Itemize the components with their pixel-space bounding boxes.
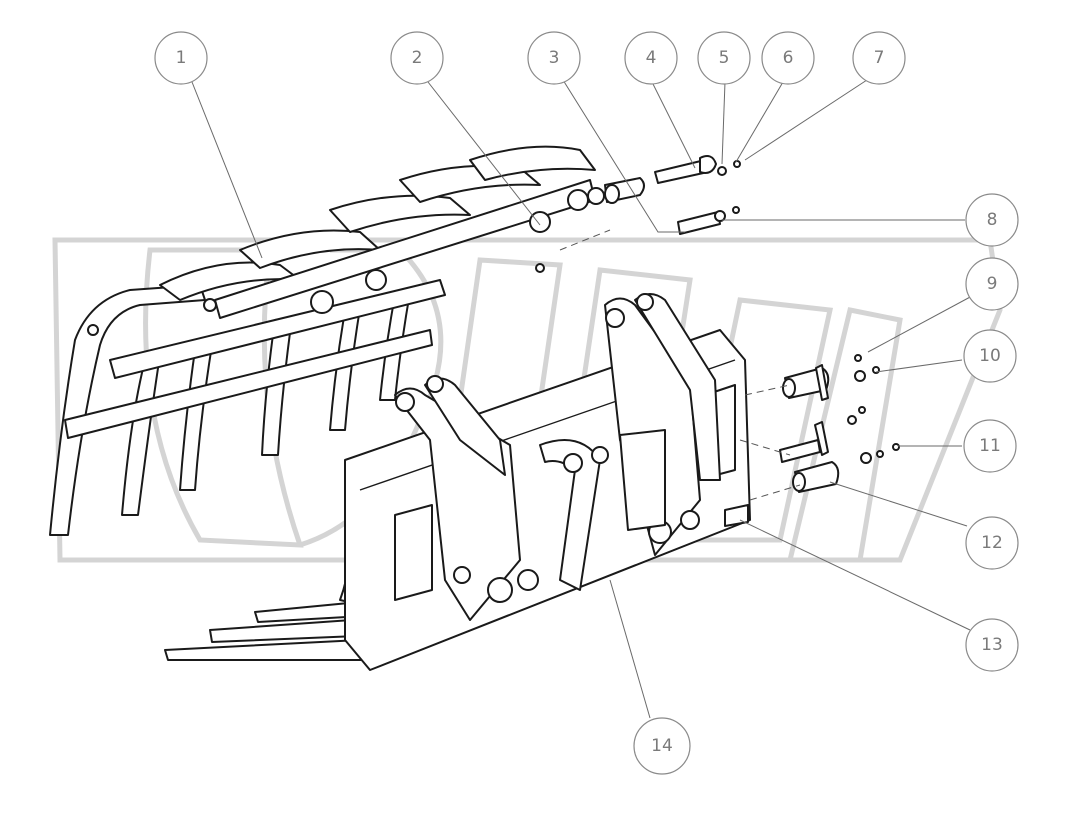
callout-11: 11 — [963, 419, 1017, 473]
callout-9-label: 9 — [987, 274, 998, 294]
callout-4: 4 — [624, 31, 678, 85]
callout-3-label: 3 — [549, 48, 560, 68]
leader-lines — [191, 77, 973, 719]
callout-8-label: 8 — [987, 210, 998, 230]
callout-14-label: 14 — [651, 736, 673, 756]
callout-5-label: 5 — [719, 48, 730, 68]
pin-hardware-top — [535, 155, 741, 273]
callout-7-label: 7 — [874, 48, 885, 68]
callout-4-label: 4 — [646, 48, 657, 68]
callout-5: 5 — [697, 31, 751, 85]
bucket-frame — [164, 293, 751, 671]
callout-6-label: 6 — [783, 48, 794, 68]
callout-9: 9 — [965, 257, 1019, 311]
callout-11-label: 11 — [979, 436, 1001, 456]
grapple-assembly — [49, 145, 605, 536]
callout-13-label: 13 — [981, 635, 1003, 655]
callout-6: 6 — [761, 31, 815, 85]
callout-10-label: 10 — [979, 346, 1001, 366]
callout-14: 14 — [633, 717, 691, 775]
alignment-lines — [559, 229, 801, 501]
callout-10: 10 — [963, 329, 1017, 383]
callout-1: 1 — [154, 31, 208, 85]
callout-2: 2 — [390, 31, 444, 85]
callout-13: 13 — [965, 618, 1019, 672]
callout-12: 12 — [965, 516, 1019, 570]
callout-1-label: 1 — [176, 48, 187, 68]
callout-8: 8 — [965, 193, 1019, 247]
callout-12-label: 12 — [981, 533, 1003, 553]
callout-7: 7 — [852, 31, 906, 85]
callout-3: 3 — [527, 31, 581, 85]
pin-hardware-right — [779, 354, 900, 493]
callout-2-label: 2 — [412, 48, 423, 68]
